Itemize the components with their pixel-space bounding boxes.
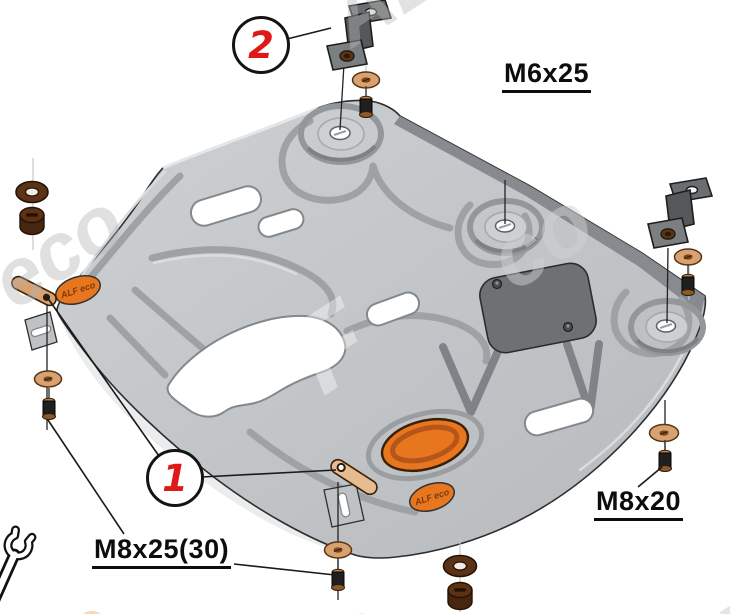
skid-plate: ALF eco ALF eco	[24, 99, 707, 559]
bolt	[359, 86, 373, 118]
plate-edge-band	[394, 116, 705, 314]
mount-bracket-top	[326, 0, 393, 71]
mount-boss-top	[298, 103, 384, 165]
callout-2-number: 2	[248, 23, 274, 67]
leader-lines	[46, 27, 663, 576]
bolt	[681, 264, 695, 296]
washer	[351, 71, 381, 89]
spacer-strip-bottom	[330, 458, 378, 496]
washer	[648, 423, 680, 443]
rubber-washer-stack-right	[442, 554, 478, 611]
hardware-bolts	[42, 86, 695, 591]
label-m8x25-30: M8x25(30)	[92, 534, 232, 569]
label-m8x20: M8x20	[594, 486, 684, 521]
mount-boss-right	[628, 298, 706, 356]
slot-center	[365, 291, 421, 327]
slot-bottom-right	[523, 397, 595, 437]
washer	[673, 248, 703, 266]
bolt	[658, 440, 672, 472]
bolt	[331, 559, 345, 591]
plate-tab-left	[24, 311, 58, 351]
slot-top-left	[190, 185, 262, 227]
label-m6x25: M6x25	[502, 58, 592, 93]
plate-groove-highlights	[78, 170, 688, 472]
callout-1-number: 1	[162, 456, 188, 500]
mount-bracket-right	[647, 177, 714, 249]
large-cutout	[166, 314, 347, 418]
hardware-washers	[33, 71, 703, 559]
drain-cover-orange	[365, 409, 485, 481]
rubber-washer-stack-left	[15, 180, 49, 236]
plate-slots	[166, 185, 595, 437]
plate-tab-bottom	[323, 483, 365, 528]
wrench-icon	[0, 525, 37, 610]
brand-stamp-bottom: ALF eco	[409, 481, 455, 513]
mount-boss-mid	[467, 198, 545, 256]
plate-top-highlight	[162, 106, 319, 170]
panel-screws	[491, 278, 574, 333]
washer	[33, 370, 63, 388]
callout-1: 1	[146, 449, 204, 507]
callout-2: 2	[232, 16, 290, 74]
bolt	[42, 388, 56, 420]
washer	[323, 541, 353, 559]
slot-top-left-small	[257, 208, 305, 238]
